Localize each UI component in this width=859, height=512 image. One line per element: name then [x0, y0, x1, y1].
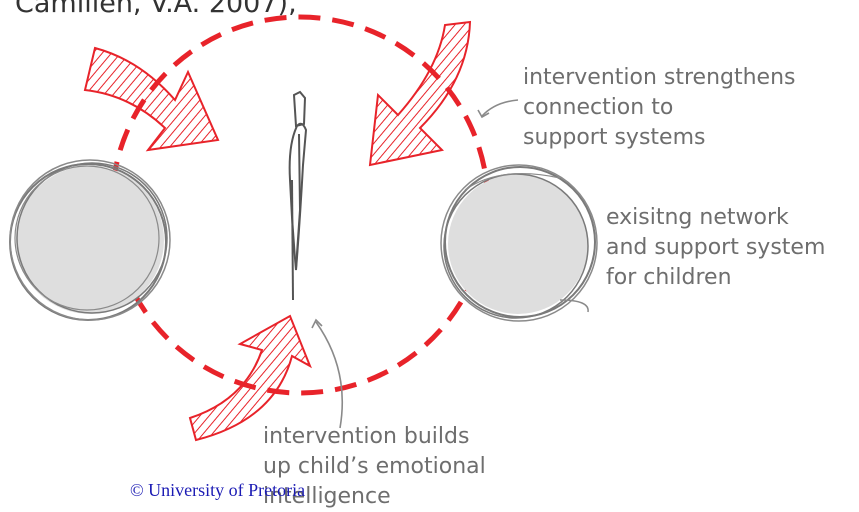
annotation-leader-line [311, 318, 343, 429]
copyright-link[interactable]: © University of Pretoria [130, 480, 306, 500]
annotation-line: up child’s emotional [263, 454, 486, 479]
annotation-connection: intervention strengthens connection to s… [523, 63, 796, 153]
annotation-line: intervention builds [263, 424, 470, 449]
annotation-network: exisitng network and support system for … [606, 203, 825, 293]
annotation-line: intervention strengthens [523, 65, 796, 90]
annotation-line: exisitng network [606, 205, 789, 230]
support-system-circle-icon [440, 164, 598, 322]
annotation-line: intelligence [263, 484, 391, 509]
annotation-line: connection to [523, 95, 674, 120]
annotation-builds: intervention builds up child’s emotional… [263, 422, 486, 512]
annotation-line: for children [606, 265, 732, 290]
child-figure-icon [288, 90, 308, 301]
annotation-line: and support system [606, 235, 826, 260]
annotation-line: support systems [523, 125, 706, 150]
support-system-circle-icon [9, 159, 171, 321]
intervention-arrow-icon [188, 314, 312, 442]
intervention-arrow-icon [83, 46, 220, 152]
annotation-leader-line [477, 99, 519, 119]
source-citation: Camillen, V.A. 2007), [15, 0, 297, 19]
intervention-arrow-icon [368, 20, 472, 167]
